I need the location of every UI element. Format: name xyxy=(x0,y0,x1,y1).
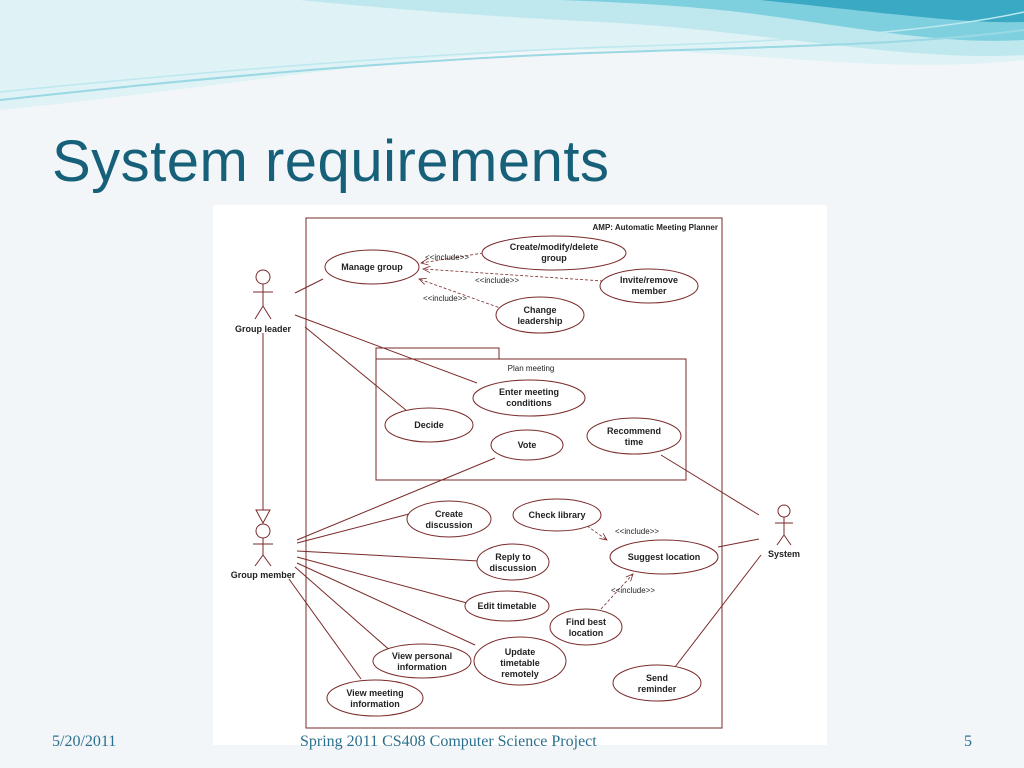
svg-text:Enter meeting: Enter meeting xyxy=(499,387,559,397)
use-case-suggest-location: Suggest location xyxy=(609,539,719,575)
header-wave-banner xyxy=(0,0,1024,110)
svg-text:discussion: discussion xyxy=(489,563,536,573)
svg-text:leadership: leadership xyxy=(517,316,563,326)
use-case-view-personal-information: View personal information xyxy=(372,643,472,679)
svg-text:Suggest location: Suggest location xyxy=(628,552,701,562)
use-case-view-meeting-information: View meeting information xyxy=(326,679,424,717)
svg-text:Create: Create xyxy=(435,509,463,519)
actor-label-group-leader: Group leader xyxy=(235,324,292,334)
use-case-check-library: Check library xyxy=(512,498,602,532)
use-case-reply-to-discussion: Reply to discussion xyxy=(476,543,550,581)
use-case-diagram-svg: AMP: Automatic Meeting Planner Plan meet… xyxy=(231,217,800,729)
svg-text:discussion: discussion xyxy=(425,520,472,530)
svg-text:View meeting: View meeting xyxy=(346,688,403,698)
include-label: <<include>> xyxy=(615,527,659,536)
package-tab xyxy=(375,347,500,360)
svg-text:Find best: Find best xyxy=(566,617,606,627)
system-boundary xyxy=(305,217,723,729)
actor-label-system: System xyxy=(768,549,800,559)
svg-text:Send: Send xyxy=(646,673,668,683)
svg-text:View personal: View personal xyxy=(392,651,452,661)
svg-text:Update: Update xyxy=(505,647,536,657)
actor-group-leader xyxy=(253,269,273,320)
include-dependencies xyxy=(419,252,633,610)
use-case-diagram: AMP: Automatic Meeting Planner Plan meet… xyxy=(213,205,827,745)
svg-text:Create/modify/delete: Create/modify/delete xyxy=(510,242,599,252)
include-label: <<include>> xyxy=(423,294,467,303)
association-lines xyxy=(262,278,762,680)
svg-text:reminder: reminder xyxy=(638,684,677,694)
generalization-arrow xyxy=(255,509,271,525)
use-case-update-timetable-remotely: Update timetable remotely xyxy=(473,636,567,686)
use-case-enter-meeting-conditions: Enter meeting conditions xyxy=(472,379,586,417)
svg-text:Check library: Check library xyxy=(528,510,585,520)
use-case-invite-remove-member: Invite/remove member xyxy=(599,268,699,304)
use-case-manage-group: Manage group xyxy=(324,249,420,285)
actor-label-group-member: Group member xyxy=(231,570,296,580)
package-label: Plan meeting xyxy=(508,364,555,373)
svg-text:Reply to: Reply to xyxy=(495,552,531,562)
page-number: 5 xyxy=(964,733,972,750)
slide-title: System requirements xyxy=(52,129,610,194)
svg-text:Invite/remove: Invite/remove xyxy=(620,275,678,285)
svg-text:Manage group: Manage group xyxy=(341,262,403,272)
system-boundary-label: AMP: Automatic Meeting Planner xyxy=(593,223,719,232)
svg-text:conditions: conditions xyxy=(506,398,552,408)
use-case-recommend-time: Recommend time xyxy=(586,417,682,455)
svg-text:Recommend: Recommend xyxy=(607,426,661,436)
footer-date: 5/20/2011 xyxy=(52,733,117,750)
include-label: <<include>> xyxy=(475,276,519,285)
actor-group-member xyxy=(253,523,273,567)
svg-text:information: information xyxy=(350,699,400,709)
svg-text:Edit timetable: Edit timetable xyxy=(477,601,536,611)
include-label: <<include>> xyxy=(425,253,469,262)
use-case-create-modify-delete-group: Create/modify/delete group xyxy=(481,235,627,271)
svg-text:timetable: timetable xyxy=(500,658,540,668)
use-case-create-discussion: Create discussion xyxy=(406,500,492,538)
use-case-send-reminder: Send reminder xyxy=(612,664,702,702)
actor-system xyxy=(775,504,793,546)
svg-text:Vote: Vote xyxy=(518,440,537,450)
svg-text:information: information xyxy=(397,662,447,672)
use-case-find-best-location: Find best location xyxy=(549,608,623,646)
svg-text:Change: Change xyxy=(523,305,556,315)
svg-text:remotely: remotely xyxy=(501,669,539,679)
use-case-decide: Decide xyxy=(384,407,474,443)
svg-text:Decide: Decide xyxy=(414,420,444,430)
use-case-edit-timetable: Edit timetable xyxy=(464,590,550,622)
svg-text:time: time xyxy=(625,437,644,447)
footer-course: Spring 2011 CS408 Computer Science Proje… xyxy=(300,733,597,750)
use-case-vote: Vote xyxy=(490,429,564,461)
svg-text:member: member xyxy=(631,286,667,296)
plan-meeting-package xyxy=(375,358,687,481)
include-label: <<include>> xyxy=(611,586,655,595)
svg-text:location: location xyxy=(569,628,604,638)
use-case-change-leadership: Change leadership xyxy=(495,296,585,334)
svg-text:group: group xyxy=(541,253,567,263)
